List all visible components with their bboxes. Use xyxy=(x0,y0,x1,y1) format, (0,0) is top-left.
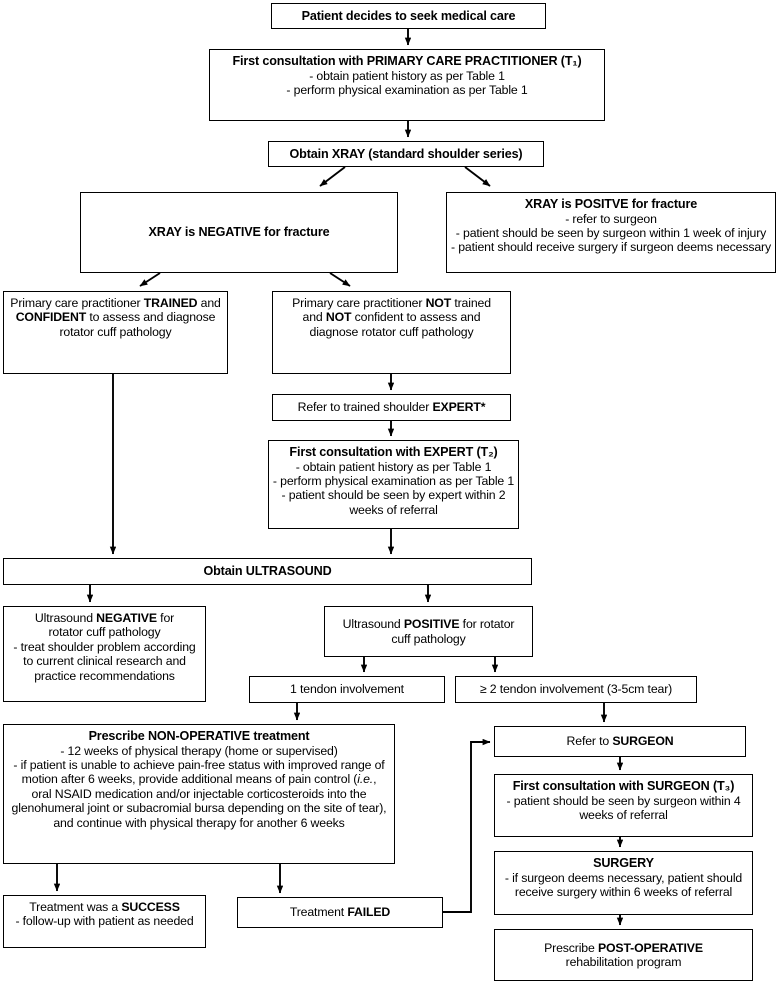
node-pcp-trained-confident-line-2: CONFIDENT to assess and diagnose xyxy=(15,310,216,325)
edge-xray-to-positive xyxy=(464,166,491,187)
node-refer-to-surgeon-line-1: Refer to SURGEON xyxy=(566,734,674,749)
node-first-consultation-expert-line-1: First consultation with EXPERT (T₂) xyxy=(289,445,498,459)
node-xray-negative-fracture: XRAY is NEGATIVE for fracture xyxy=(80,192,398,273)
node-one-tendon-involvement-line-1: 1 tendon involvement xyxy=(290,682,404,697)
node-refer-to-shoulder-expert-line-1: Refer to trained shoulder EXPERT* xyxy=(297,400,486,415)
node-first-consultation-expert-line-5: weeks of referral xyxy=(349,502,438,517)
node-prescribe-non-operative-treatment-line-5: oral NSAID medication and/or injectable … xyxy=(31,786,367,801)
node-refer-to-shoulder-expert: Refer to trained shoulder EXPERT* xyxy=(272,394,511,421)
node-prescribe-non-operative-treatment-line-2: - 12 weeks of physical therapy (home or … xyxy=(60,743,338,758)
node-xray-positive-fracture-line-2: - refer to surgeon xyxy=(565,211,657,226)
node-ultrasound-negative-line-1: Ultrasound NEGATIVE for xyxy=(34,611,175,625)
node-pcp-trained-confident-line-3: rotator cuff pathology xyxy=(59,324,172,339)
node-one-tendon-involvement: 1 tendon involvement xyxy=(249,676,445,703)
node-ultrasound-negative-line-2: rotator cuff pathology xyxy=(48,625,161,640)
node-surgery-line-2: - if surgeon deems necessary, patient sh… xyxy=(504,870,743,885)
edge-failed-to-refer-surgeon xyxy=(443,738,491,913)
node-first-consultation-primary-care-line-2: - obtain patient history as per Table 1 xyxy=(309,68,505,83)
node-ultrasound-negative-line-4: to current clinical research and xyxy=(23,654,186,669)
node-first-consultation-surgeon-line-2: - patient should be seen by surgeon with… xyxy=(506,793,741,808)
node-ultrasound-positive-line-2: cuff pathology xyxy=(391,631,466,646)
node-treatment-failed-line-1: Treatment FAILED xyxy=(289,905,391,920)
node-ultrasound-negative-line-5: practice recommendations xyxy=(34,668,175,683)
node-ultrasound-positive-line-1: Ultrasound POSITIVE for rotator xyxy=(342,617,515,632)
node-prescribe-non-operative-treatment-line-3: - if patient is unable to achieve pain-f… xyxy=(13,758,385,773)
node-first-consultation-surgeon-line-1: First consultation with SURGEON (T₃) xyxy=(512,779,735,793)
node-first-consultation-primary-care-line-3: - perform physical examination as per Ta… xyxy=(286,83,528,98)
edge-negative-to-trained xyxy=(139,272,161,287)
node-two-or-more-tendon-involvement: ≥ 2 tendon involvement (3-5cm tear) xyxy=(455,676,697,703)
node-first-consultation-expert-line-3: - perform physical examination as per Ta… xyxy=(272,474,515,489)
node-xray-positive-fracture-line-3: - patient should be seen by surgeon with… xyxy=(455,226,767,241)
node-prescribe-non-operative-treatment-line-6: glenohumeral joint or subacromial bursa … xyxy=(11,801,387,816)
node-obtain-ultrasound-line-1: Obtain ULTRASOUND xyxy=(203,564,332,579)
node-pcp-trained-confident-line-1: Primary care practitioner TRAINED and xyxy=(10,296,221,310)
node-first-consultation-surgeon: First consultation with SURGEON (T₃)- pa… xyxy=(494,774,753,837)
edge-xray-to-negative xyxy=(319,166,346,187)
node-patient-decides-seek-care: Patient decides to seek medical care xyxy=(271,3,546,29)
edge-negative-to-not-trained xyxy=(329,272,351,287)
node-xray-positive-fracture-line-1: XRAY is POSITVE for fracture xyxy=(524,197,698,211)
node-prescribe-non-operative-treatment-line-1: Prescribe NON-OPERATIVE treatment xyxy=(88,729,310,743)
node-prescribe-post-operative-rehab-line-2: rehabilitation program xyxy=(565,955,682,969)
node-obtain-ultrasound: Obtain ULTRASOUND xyxy=(3,558,532,585)
node-patient-decides-seek-care-line-1: Patient decides to seek medical care xyxy=(301,8,516,23)
node-treatment-success-line-1: Treatment was a SUCCESS xyxy=(29,900,180,914)
node-prescribe-post-operative-rehab-line-1: Prescribe POST-OPERATIVE xyxy=(544,940,703,955)
node-surgery: SURGERY- if surgeon deems necessary, pat… xyxy=(494,851,753,915)
node-treatment-failed: Treatment FAILED xyxy=(237,897,443,928)
node-xray-positive-fracture: XRAY is POSITVE for fracture- refer to s… xyxy=(446,192,776,273)
node-first-consultation-expert-line-2: - obtain patient history as per Table 1 xyxy=(295,459,492,474)
node-ultrasound-negative-line-3: - treat shoulder problem according xyxy=(13,639,196,654)
node-prescribe-non-operative-treatment-line-4: motion after 6 weeks, provide additional… xyxy=(21,772,377,787)
node-first-consultation-primary-care: First consultation with PRIMARY CARE PRA… xyxy=(209,49,605,121)
node-treatment-success: Treatment was a SUCCESS- follow-up with … xyxy=(3,895,206,948)
node-treatment-success-line-2: - follow-up with patient as needed xyxy=(15,914,194,929)
node-pcp-not-trained-line-1: Primary care practitioner NOT trained xyxy=(292,296,491,310)
node-pcp-not-trained-line-3: diagnose rotator cuff pathology xyxy=(309,324,474,339)
node-surgery-line-1: SURGERY xyxy=(593,856,654,870)
node-first-consultation-expert-line-4: - patient should be seen by expert withi… xyxy=(281,488,506,503)
node-pcp-not-trained-line-2: and NOT confident to assess and xyxy=(302,310,481,325)
node-obtain-xray-line-1: Obtain XRAY (standard shoulder series) xyxy=(289,146,523,161)
node-prescribe-non-operative-treatment-line-7: and continue with physical therapy for a… xyxy=(53,815,345,830)
node-xray-positive-fracture-line-4: - patient should receive surgery if surg… xyxy=(451,240,771,255)
node-first-consultation-expert: First consultation with EXPERT (T₂)- obt… xyxy=(268,440,519,529)
node-surgery-line-3: receive surgery within 6 weeks of referr… xyxy=(514,885,733,900)
node-two-or-more-tendon-involvement-line-1: ≥ 2 tendon involvement (3-5cm tear) xyxy=(479,682,673,697)
node-prescribe-non-operative-treatment: Prescribe NON-OPERATIVE treatment- 12 we… xyxy=(3,724,395,864)
node-obtain-xray: Obtain XRAY (standard shoulder series) xyxy=(268,141,544,167)
node-first-consultation-surgeon-line-3: weeks of referral xyxy=(579,808,668,823)
node-xray-negative-fracture-line-1: XRAY is NEGATIVE for fracture xyxy=(148,225,330,240)
node-refer-to-surgeon: Refer to SURGEON xyxy=(494,726,746,757)
node-first-consultation-primary-care-line-1: First consultation with PRIMARY CARE PRA… xyxy=(232,54,582,68)
